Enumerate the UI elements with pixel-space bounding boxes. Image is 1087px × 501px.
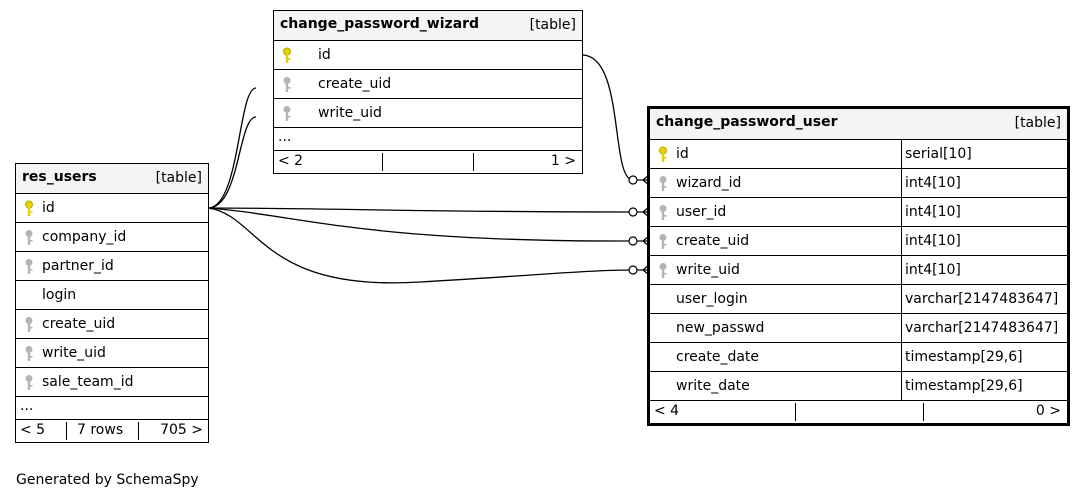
column-row[interactable]: write_uid int4[10] bbox=[650, 256, 1067, 285]
table-type: [table] bbox=[155, 170, 202, 186]
crow-foot-user-create bbox=[628, 235, 650, 247]
column-name: user_id bbox=[676, 204, 727, 220]
column-name: id bbox=[318, 47, 331, 63]
key-icon bbox=[659, 205, 667, 220]
key-icon bbox=[25, 230, 33, 245]
column-name: create_uid bbox=[676, 233, 750, 249]
column-name: sale_team_id bbox=[42, 374, 134, 390]
column-row[interactable]: create_date timestamp[29,6] bbox=[650, 343, 1067, 372]
table-type: [table] bbox=[1014, 115, 1061, 131]
table-header: change_password_wizard [table] bbox=[274, 11, 582, 41]
column-row[interactable]: create_uid bbox=[274, 70, 582, 99]
edge-res-users-user-write bbox=[207, 207, 634, 284]
column-row[interactable]: user_login varchar[2147483647] bbox=[650, 285, 1067, 314]
column-type: int4[10] bbox=[905, 262, 961, 278]
footer-children[interactable]: 1 > bbox=[550, 153, 576, 169]
column-name: create_date bbox=[676, 349, 760, 365]
column-type: varchar[2147483647] bbox=[905, 291, 1059, 307]
edge-res-users-user-create bbox=[207, 207, 634, 242]
column-name: user_login bbox=[676, 291, 748, 307]
key-icon bbox=[283, 47, 291, 63]
generator-credit: Generated by SchemaSpy bbox=[16, 472, 199, 488]
crow-foot-user-wizard bbox=[628, 174, 650, 186]
column-row[interactable]: create_uid bbox=[16, 310, 208, 339]
column-type: varchar[2147483647] bbox=[905, 320, 1059, 336]
column-type: int4[10] bbox=[905, 233, 961, 249]
key-icon bbox=[659, 234, 667, 249]
more-columns-ellipsis: ... bbox=[274, 128, 582, 151]
more-columns-ellipsis: ... bbox=[16, 397, 208, 420]
key-icon bbox=[659, 146, 667, 162]
footer-children[interactable]: 705 > bbox=[160, 422, 203, 438]
key-icon bbox=[25, 259, 33, 274]
edge-res-users-wizard-write bbox=[207, 116, 257, 209]
column-type: int4[10] bbox=[905, 204, 961, 220]
key-icon bbox=[25, 317, 33, 332]
key-icon bbox=[25, 346, 33, 361]
column-type: timestamp[29,6] bbox=[905, 378, 1023, 394]
key-icon bbox=[25, 200, 33, 216]
column-name: write_uid bbox=[42, 345, 106, 361]
table-footer: < 4 0 > bbox=[650, 401, 1067, 423]
edge-res-users-user-id bbox=[207, 207, 634, 213]
crow-foot-user-write bbox=[628, 264, 650, 276]
footer-children[interactable]: 0 > bbox=[1035, 403, 1061, 419]
column-type: serial[10] bbox=[905, 146, 972, 162]
footer-parents[interactable]: < 5 bbox=[20, 422, 46, 438]
edge-wizard-user bbox=[581, 54, 634, 181]
footer-parents[interactable]: < 2 bbox=[278, 153, 304, 169]
table-change-password-wizard[interactable]: change_password_wizard [table] id create… bbox=[273, 10, 583, 174]
column-row[interactable]: company_id bbox=[16, 223, 208, 252]
column-row[interactable]: create_uid int4[10] bbox=[650, 227, 1067, 256]
column-row[interactable]: login bbox=[16, 281, 208, 310]
footer-parents[interactable]: < 4 bbox=[654, 403, 680, 419]
column-name: create_uid bbox=[42, 316, 116, 332]
column-row[interactable]: id serial[10] bbox=[650, 140, 1067, 169]
column-row[interactable]: write_date timestamp[29,6] bbox=[650, 372, 1067, 401]
column-name: partner_id bbox=[42, 258, 114, 274]
footer-rows: 7 rows bbox=[77, 422, 124, 438]
edge-res-users-wizard-create bbox=[207, 87, 257, 209]
table-footer: < 2 1 > bbox=[274, 151, 582, 173]
key-icon bbox=[25, 375, 33, 390]
key-icon bbox=[659, 263, 667, 278]
column-name: write_date bbox=[676, 378, 750, 394]
key-icon bbox=[283, 77, 291, 92]
column-type: int4[10] bbox=[905, 175, 961, 191]
column-row[interactable]: sale_team_id bbox=[16, 368, 208, 397]
table-change-password-user[interactable]: change_password_user [table] id serial[1… bbox=[647, 106, 1070, 426]
table-name: res_users bbox=[22, 169, 97, 185]
column-name: write_uid bbox=[676, 262, 740, 278]
column-row[interactable]: user_id int4[10] bbox=[650, 198, 1067, 227]
column-name: wizard_id bbox=[676, 175, 742, 191]
table-res-users[interactable]: res_users [table] id company_id partner_… bbox=[15, 163, 209, 443]
column-type: timestamp[29,6] bbox=[905, 349, 1023, 365]
column-row[interactable]: write_uid bbox=[274, 99, 582, 128]
column-name: new_passwd bbox=[676, 320, 765, 336]
column-name: write_uid bbox=[318, 105, 382, 121]
table-name: change_password_wizard bbox=[280, 16, 480, 32]
column-name: id bbox=[676, 146, 689, 162]
column-row[interactable]: partner_id bbox=[16, 252, 208, 281]
crow-foot-user-userid bbox=[628, 206, 650, 218]
table-header: change_password_user [table] bbox=[650, 109, 1067, 140]
column-row[interactable]: id bbox=[274, 41, 582, 70]
column-name: login bbox=[42, 287, 77, 303]
key-icon bbox=[659, 176, 667, 191]
table-footer: < 5 7 rows 705 > bbox=[16, 420, 208, 442]
column-name: company_id bbox=[42, 229, 127, 245]
column-row[interactable]: wizard_id int4[10] bbox=[650, 169, 1067, 198]
column-row[interactable]: write_uid bbox=[16, 339, 208, 368]
table-name: change_password_user bbox=[656, 114, 838, 130]
column-row[interactable]: id bbox=[16, 194, 208, 223]
key-icon bbox=[283, 106, 291, 121]
table-header: res_users [table] bbox=[16, 164, 208, 194]
column-name: id bbox=[42, 200, 55, 216]
column-name: create_uid bbox=[318, 76, 392, 92]
table-type: [table] bbox=[529, 17, 576, 33]
column-row[interactable]: new_passwd varchar[2147483647] bbox=[650, 314, 1067, 343]
